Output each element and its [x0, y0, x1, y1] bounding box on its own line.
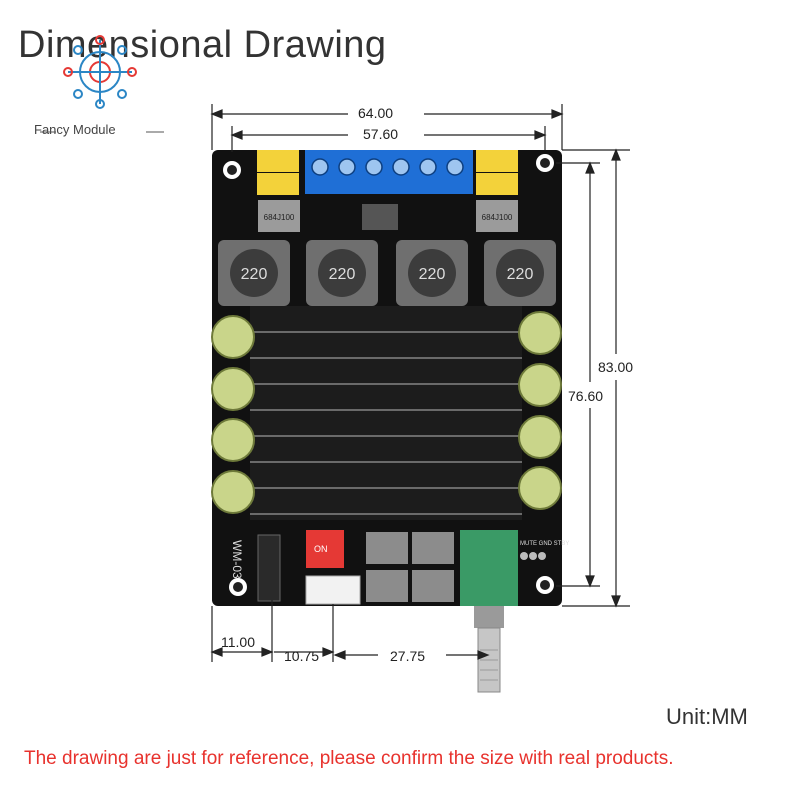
dim-jack-offset: 11.00	[221, 634, 255, 650]
film-cap-label: 684J100	[482, 213, 513, 222]
potentiometer-shaft	[474, 606, 504, 693]
audio-jack	[257, 534, 281, 602]
film-cap-label: 684J100	[264, 213, 295, 222]
inductor-label: 220	[507, 266, 534, 283]
potentiometer	[460, 530, 518, 606]
inductor-label: 220	[419, 266, 446, 283]
dim-overall-width: 64.00	[358, 105, 394, 121]
dim-pot-offset: 27.75	[390, 648, 426, 664]
dimension-lines	[210, 104, 630, 662]
inductors: 220 220 220 220	[218, 240, 556, 306]
dip-switch	[306, 530, 344, 568]
model-label: WM-03	[230, 540, 244, 579]
dim-connector-offset: 10.75	[284, 648, 320, 664]
heatsink	[250, 306, 522, 520]
unit-label: Unit:MM	[666, 704, 748, 729]
pin-labels: MUTE GND STBY	[520, 541, 569, 547]
dip-label: ON	[314, 544, 328, 554]
header-pins	[520, 552, 546, 560]
inductor-label: 220	[329, 266, 356, 283]
input-connector	[305, 575, 361, 605]
page-title: Dimensional Drawing	[18, 24, 387, 66]
screw-terminal	[305, 150, 473, 194]
film-capacitors: 684J100 684J100	[258, 200, 518, 232]
dim-hole-spacing-x: 57.60	[363, 126, 399, 142]
yellow-capacitors	[257, 150, 518, 195]
brand-name: Fancy Module	[34, 122, 116, 137]
inductor-label: 220	[241, 266, 268, 283]
dim-overall-height: 83.00	[598, 359, 634, 375]
fancy-module-logo-icon	[40, 35, 164, 133]
dim-hole-spacing-y: 76.60	[568, 388, 604, 404]
disclaimer-note: The drawing are just for reference, plea…	[24, 748, 674, 769]
electrolytic-capacitors	[211, 311, 562, 514]
mounting-holes	[223, 154, 554, 596]
